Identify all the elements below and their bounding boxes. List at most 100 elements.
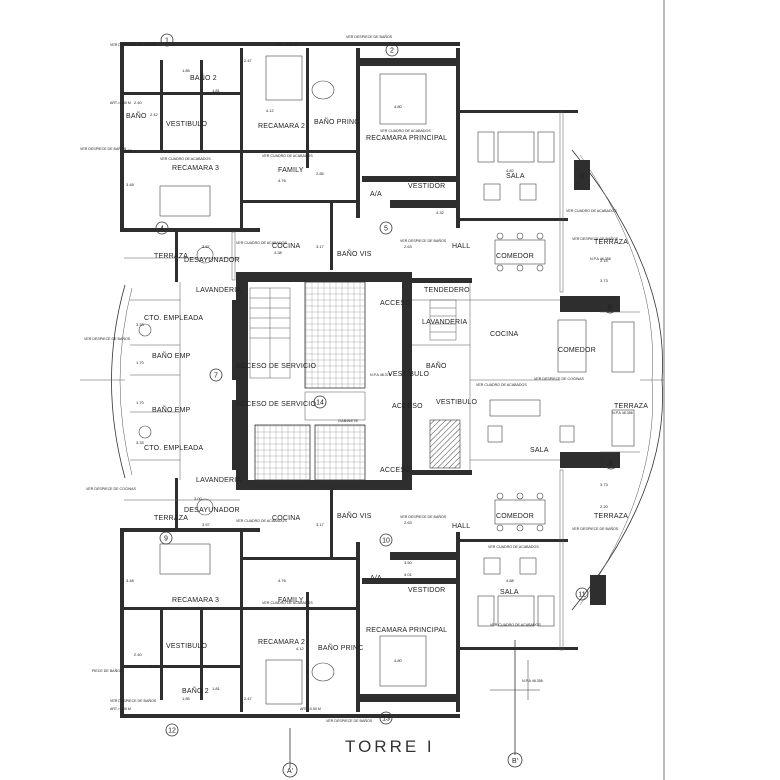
axis-number: 8 — [609, 461, 613, 468]
axis-number: 2 — [390, 48, 394, 55]
dimension-text: 4.76 — [278, 578, 287, 583]
room-label: COCINA — [490, 331, 519, 338]
room-label: DESAYUNADOR — [184, 507, 240, 514]
axis-number: 6 — [608, 305, 612, 312]
note-text: VER DESPIECE DE BAÑOS — [400, 238, 447, 243]
room-label: A/A — [370, 191, 382, 198]
axis-number: 10 — [382, 538, 390, 545]
room-label: RECAMARA 3 — [172, 165, 219, 172]
room-label: COMEDOR — [496, 253, 534, 260]
note-text: VER CUADRO DE ACABADOS — [476, 383, 527, 387]
room-label: VESTIBULO — [166, 121, 207, 128]
dimension-text: 3.57 — [202, 522, 211, 527]
dimension-text: 2.40 — [134, 100, 143, 105]
furniture — [138, 55, 635, 705]
central-core — [231, 231, 472, 490]
dimension-text: 1.81 — [212, 686, 221, 691]
level-mark: ART.=1.30 M — [110, 101, 131, 105]
room-label: A/A — [370, 575, 382, 582]
room-label: LAVANDERIA — [196, 477, 241, 484]
room-label: TERRAZA — [154, 253, 188, 260]
section-mark: A' — [287, 768, 293, 775]
room-label: BAÑO — [126, 111, 147, 120]
dimension-text: 1.81 — [212, 88, 221, 93]
axis-number: 7 — [214, 373, 218, 380]
dimension-text: 3.48 — [126, 578, 135, 583]
axis-number: 9 — [164, 536, 168, 543]
level-mark: N.P.A 48.356 — [590, 257, 611, 261]
room-label: TERRAZA — [594, 239, 628, 246]
note-text: VER DESPIECE DE BAÑOS — [110, 42, 157, 47]
axis-number: 14 — [316, 400, 324, 407]
dimension-text: 3.73 — [600, 278, 609, 283]
dimension-text: 1.70 — [136, 360, 145, 365]
walls-top — [120, 42, 620, 605]
note-text: VER DESPIECE DE BAÑOS — [572, 236, 619, 241]
dimension-text: 1.85 — [182, 68, 191, 73]
room-label: FAMILY — [278, 597, 304, 604]
axis-number: 13 — [382, 716, 390, 723]
room-label: BAÑO 2 — [190, 73, 217, 82]
room-label: BAÑO — [426, 361, 447, 370]
room-label: ACCESO — [380, 467, 411, 474]
room-label: VESTIDOR — [408, 587, 445, 594]
dimension-text: 3.08 — [124, 148, 133, 153]
dimension-texts: 2.47 4.12 4.80 1.85 1.81 2.40 2.42 3.48 … — [124, 58, 609, 701]
room-label: LAVANDERIA — [196, 287, 241, 294]
room-label: COMEDOR — [496, 513, 534, 520]
room-label: CTO. EMPLEADA — [144, 445, 203, 452]
dimension-text: 3.33 — [136, 440, 145, 445]
axis-number: 4 — [160, 226, 164, 233]
room-label: BAÑO VIS — [337, 249, 372, 258]
note-text: VER CUADRO DE ACABADOS — [380, 129, 431, 133]
partitions — [124, 257, 640, 501]
room-label: BAÑO EMP — [152, 405, 191, 414]
note-text: VER DESPIECE DE COCINAS — [534, 377, 585, 381]
note-text: VER CUADRO DE ACABADOS — [236, 241, 287, 245]
section-mark: B' — [512, 758, 518, 765]
room-label: FAMILY — [278, 167, 304, 174]
dimension-text: 4.32 — [436, 210, 445, 215]
room-label: BAÑO VIS — [337, 511, 372, 520]
room-label: ACCESO — [380, 300, 411, 307]
dimension-text: 1.85 — [182, 696, 191, 701]
note-text: VER CUADRO DE ACABADOS — [566, 209, 617, 213]
room-label: VESTIBULO — [166, 643, 207, 650]
dimension-text: 4.80 — [394, 104, 403, 109]
note-text: VER CUADRO DE ACABADOS — [262, 601, 313, 605]
room-label: BAÑO PRINC — [318, 643, 364, 652]
dimension-text: 2.47 — [244, 696, 253, 701]
dimension-text: 4.12 — [296, 646, 305, 651]
room-label: TERRAZA — [594, 513, 628, 520]
dimension-text: 3.00 — [194, 496, 203, 501]
dimension-text: 4.82 — [506, 168, 515, 173]
dimension-text: 3.33 — [136, 322, 145, 327]
room-label: HALL — [452, 243, 470, 250]
room-label: COMEDOR — [558, 347, 596, 354]
room-label: VESTIBULO — [436, 399, 477, 406]
section-cuts — [80, 379, 664, 768]
note-text: VER DESPIECE DE BAÑOS — [326, 718, 373, 723]
room-label: TERRAZA — [154, 515, 188, 522]
room-label: DESAYUNADOR — [184, 257, 240, 264]
level-mark: ART.=0.50 M — [276, 43, 297, 47]
dimension-text: 3.17 — [316, 522, 325, 527]
room-label: CTO. EMPLEADA — [144, 315, 203, 322]
note-text: VER CUADRO DE ACABADOS — [488, 545, 539, 549]
dimension-text: 4.88 — [506, 578, 515, 583]
room-label: LAVANDERIA — [422, 319, 467, 326]
axis-markers — [155, 33, 618, 778]
dimension-text: 4.01 — [404, 572, 413, 577]
axis-number: 3 — [580, 174, 584, 181]
facade-curve-left — [111, 284, 126, 479]
room-label: SALA — [506, 173, 525, 180]
dimension-text: 2.63 — [404, 520, 413, 525]
dimension-text: 3.57 — [202, 244, 211, 249]
dimension-text: 1.70 — [136, 400, 145, 405]
dimension-text: 2.42 — [150, 112, 159, 117]
axis-number: 12 — [168, 728, 176, 735]
room-label: COCINA — [272, 515, 301, 522]
dimension-text: 2.47 — [244, 58, 253, 63]
room-label: BAÑO 2 — [182, 686, 209, 695]
room-label: COCINA — [272, 243, 301, 250]
